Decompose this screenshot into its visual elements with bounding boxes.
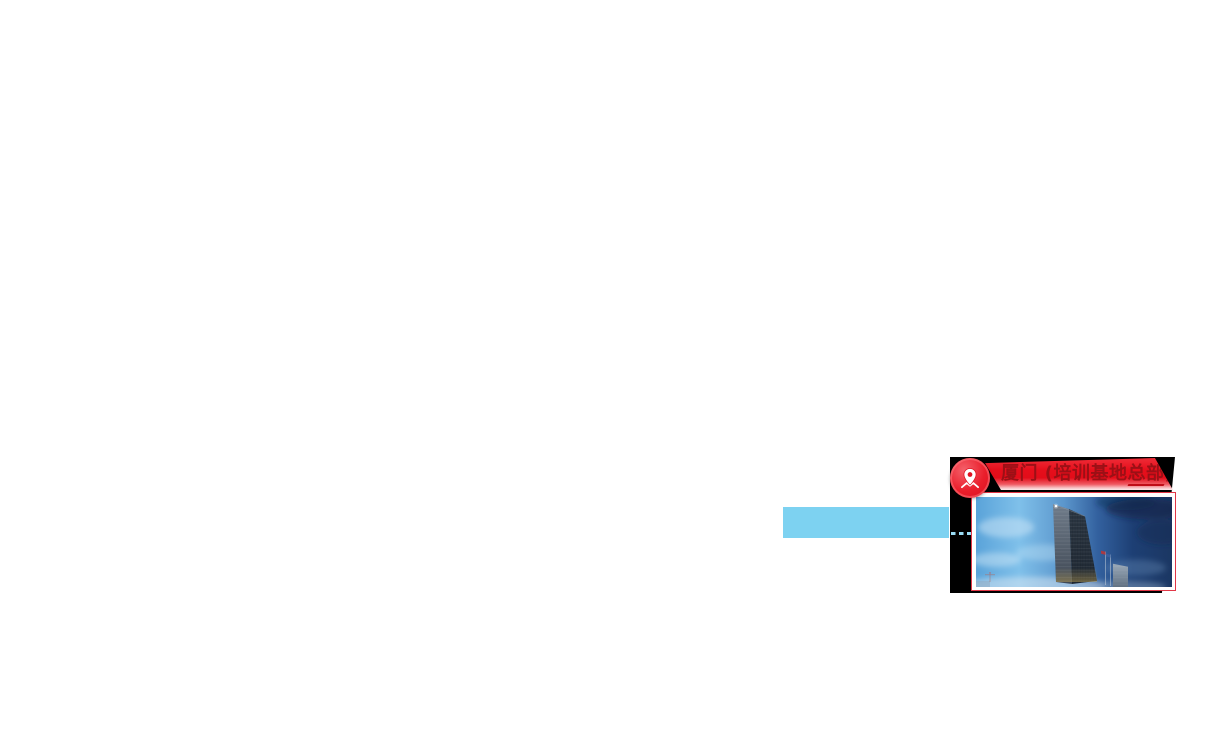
map-pin-icon [961, 468, 979, 489]
location-photo-frame[interactable] [971, 492, 1176, 591]
highlight-bar [783, 507, 949, 538]
building-photo [975, 496, 1172, 587]
location-label: 厦门 (培训基地总部) [1001, 463, 1174, 484]
location-pin-badge[interactable] [950, 458, 990, 498]
banner-fold [1127, 484, 1165, 486]
dashed-connector [951, 532, 973, 535]
